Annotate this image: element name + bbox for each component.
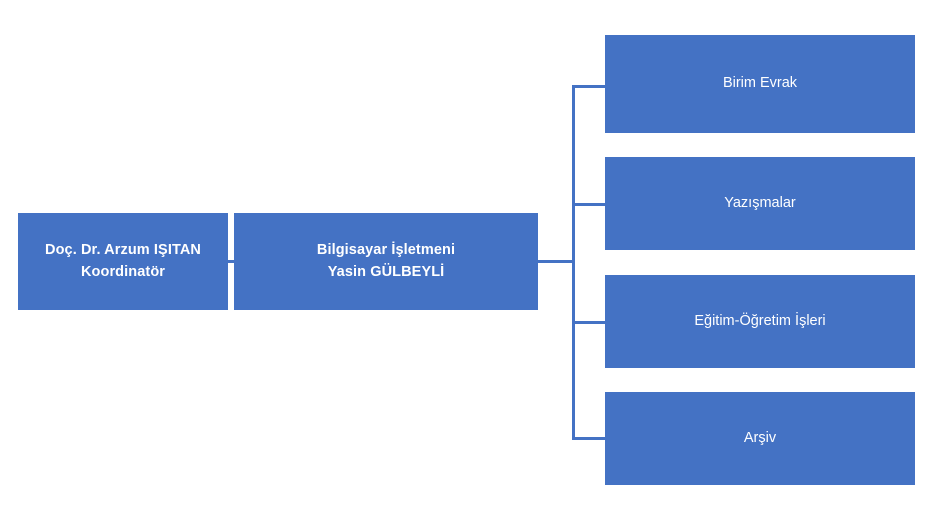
org-node-coordinator-line2: Koordinatör [80,263,166,280]
connector-branch-egitim-ogretim-isleri [572,321,606,324]
connector-branch-birim-evrak [572,85,606,88]
org-node-operator[interactable]: Bilgisayar İşletmeni Yasin GÜLBEYLİ [234,213,538,310]
org-node-birim-evrak-label: Birim Evrak [722,75,798,92]
org-node-coordinator[interactable]: Doç. Dr. Arzum IŞITAN Koordinatör [18,213,228,310]
org-node-birim-evrak[interactable]: Birim Evrak [605,35,915,133]
org-node-arsiv[interactable]: Arşiv [605,392,915,485]
org-node-operator-line2: Yasin GÜLBEYLİ [327,263,445,280]
org-node-coordinator-line1: Doç. Dr. Arzum IŞITAN [45,242,201,259]
connector-operator-trunk [538,260,575,263]
connector-coordinator-operator [227,260,235,263]
org-node-egitim-ogretim-isleri[interactable]: Eğitim-Öğretim İşleri [605,275,915,368]
connector-branch-arsiv [572,437,606,440]
connector-branch-yazismalar [572,203,606,206]
org-node-operator-line1: Bilgisayar İşletmeni [316,242,456,259]
org-node-egitim-ogretim-isleri-label: Eğitim-Öğretim İşleri [694,312,826,329]
org-node-yazismalar[interactable]: Yazışmalar [605,157,915,250]
org-node-arsiv-label: Arşiv [743,429,777,446]
org-node-yazismalar-label: Yazışmalar [724,194,796,211]
connector-vertical-trunk [572,85,575,440]
